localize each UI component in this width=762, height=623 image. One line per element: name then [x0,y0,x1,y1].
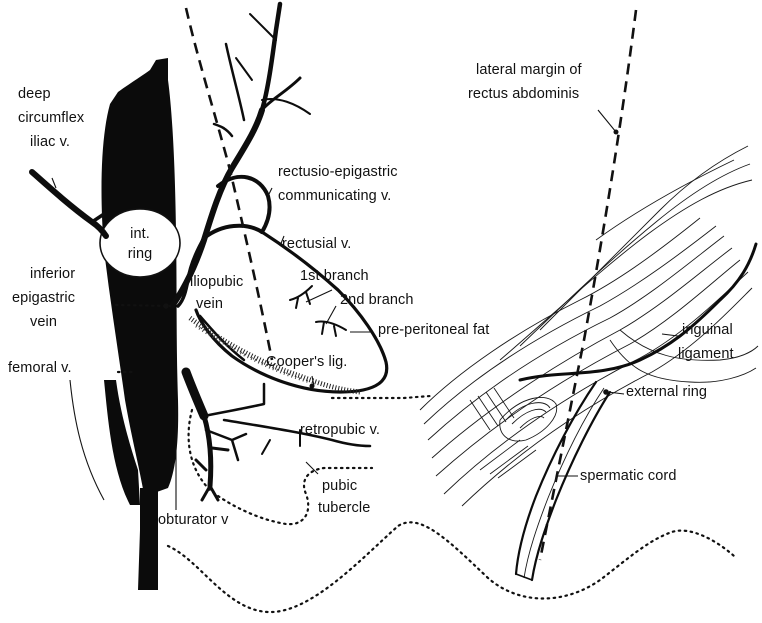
label-iliopubic: iliopubic [190,274,243,291]
label-retropubic-v: retropubic v. [300,422,380,439]
label-inguinal: inguinal [682,322,733,339]
label-communicating-v: communicating v. [278,188,391,205]
lower-border-outline [168,522,734,612]
label-pre-peritoneal-fat: pre-peritoneal fat [378,322,489,339]
label-iliopubic-vein: vein [196,296,223,313]
label-rectusial-v: rectusial v. [282,236,351,253]
label-obturator-v: obturator v [158,512,228,529]
label-coopers-lig: Cooper's lig. [266,354,347,371]
label-ring: ring [120,246,160,263]
small-branches [290,286,346,336]
label-rectusio-epigastric: rectusio-epigastric [278,164,398,181]
int-ring-ellipse [100,209,180,277]
label-inferior: inferior [30,266,75,283]
label-femoral-v: femoral v. [8,360,72,377]
label-int: int. [120,226,160,243]
label-first-branch: 1st branch [300,268,369,285]
label-pubic: pubic [322,478,357,495]
coopers-extension-line [332,396,430,398]
label-deep: deep [18,86,51,103]
label-iliac-v: iliac v. [30,134,70,151]
label-ligament: ligament [678,346,734,363]
label-rectus-abdominis: rectus abdominis [468,86,579,103]
label-spermatic-cord: spermatic cord [580,468,677,485]
left-contour-line [70,380,104,500]
deep-circumflex-iliac-vein [32,172,106,236]
ring-hatching [470,388,536,478]
label-second-branch: 2nd branch [340,292,414,309]
label-vein: vein [30,314,57,331]
label-lateral-margin-of: lateral margin of [476,62,582,79]
label-epigastric: epigastric [12,290,75,307]
label-external-ring: external ring [626,384,707,401]
label-circumflex: circumflex [18,110,84,127]
femoral-vein-trunk [100,58,180,590]
label-tubercle: tubercle [318,500,370,517]
